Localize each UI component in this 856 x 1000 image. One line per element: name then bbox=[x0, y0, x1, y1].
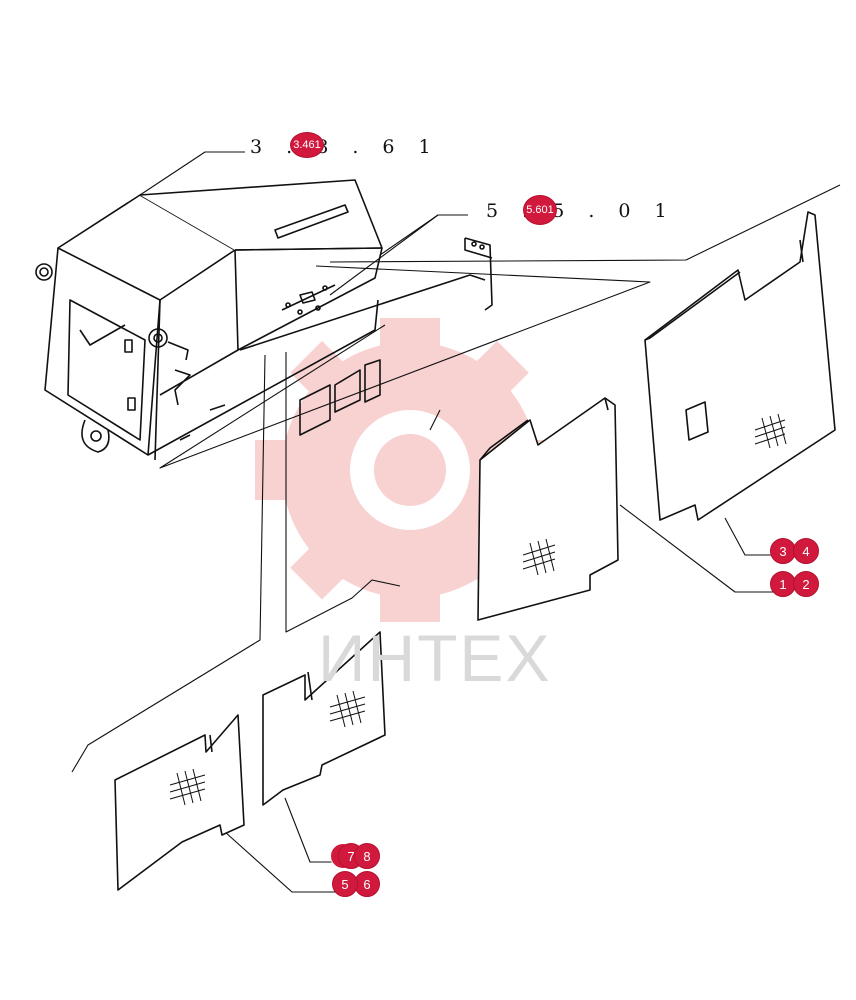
cab-housing bbox=[35, 179, 493, 461]
hatch-marks bbox=[169, 413, 787, 806]
panel-lower-left bbox=[114, 714, 245, 891]
callout-6[interactable]: 6 bbox=[354, 871, 380, 897]
watermark-text: ИНТЕХ bbox=[318, 621, 552, 695]
callout-2[interactable]: 2 bbox=[793, 571, 819, 597]
callout-ref-top[interactable]: 3.461 bbox=[290, 132, 324, 158]
callout-5[interactable]: 5 bbox=[332, 871, 358, 897]
leader-lines bbox=[71, 151, 841, 893]
callout-ref-mid[interactable]: 5.601 bbox=[523, 195, 557, 225]
reference-top: 3 . 8 . 6 1 bbox=[250, 136, 440, 158]
panel-lower-right bbox=[262, 631, 386, 806]
panel-mid bbox=[477, 397, 619, 621]
callout-4[interactable]: 4 bbox=[793, 538, 819, 564]
reference-mid: 5 . 5 . 0 1 bbox=[486, 200, 676, 222]
callout-8[interactable]: 8 bbox=[354, 843, 380, 869]
panel-right bbox=[644, 211, 836, 521]
